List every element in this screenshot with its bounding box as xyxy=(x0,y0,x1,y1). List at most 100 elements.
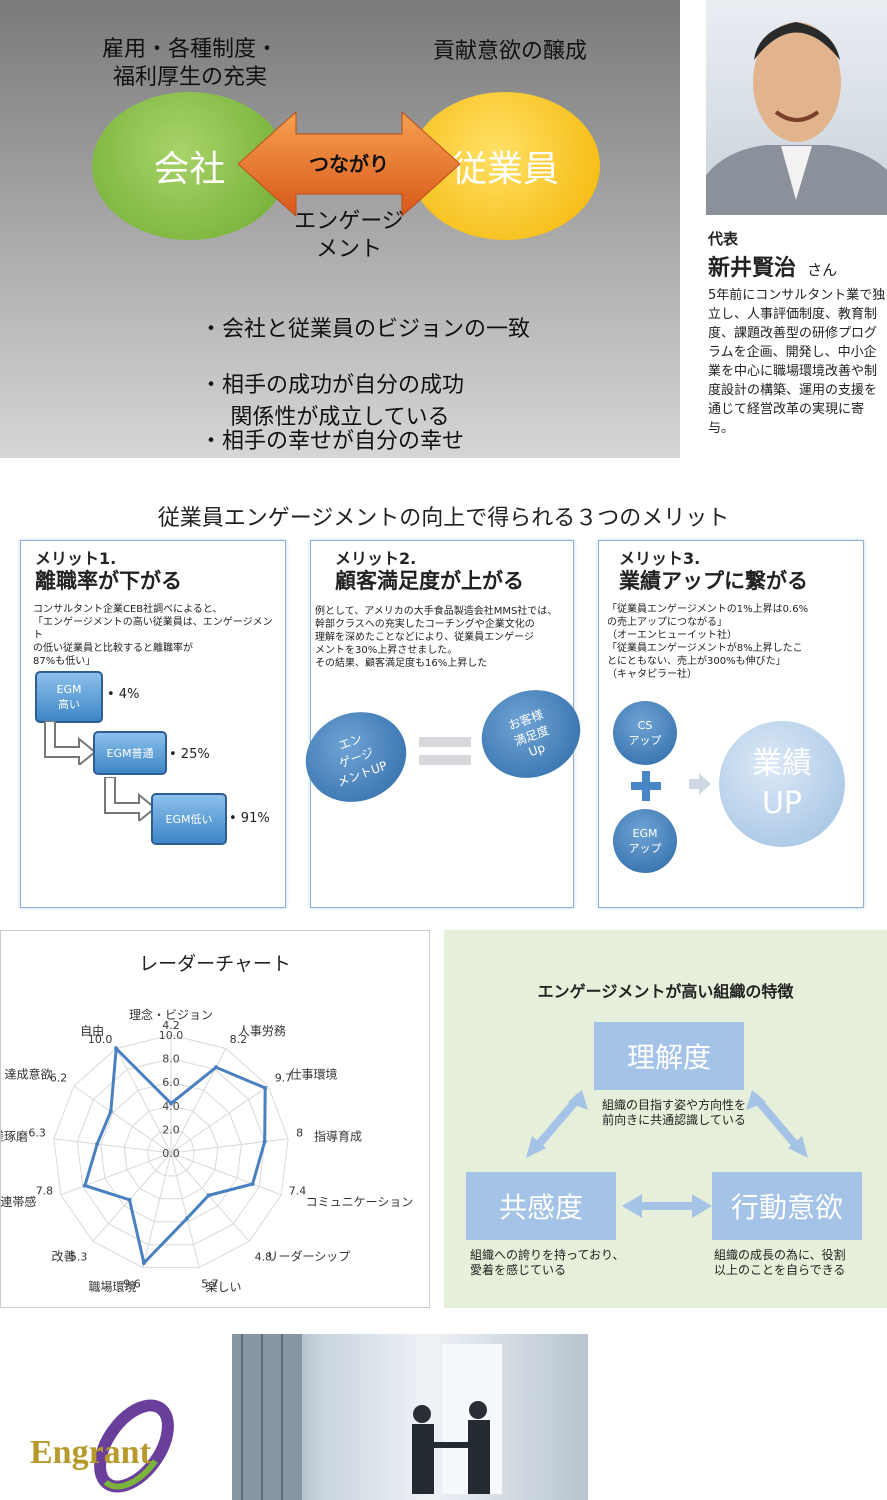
engrant-logo-icon xyxy=(94,1399,174,1493)
radar-category-label: 達成意欲 xyxy=(4,1067,52,1082)
egm-up-label: EGM アップ xyxy=(628,826,662,855)
action-desc: 組織の成長の為に、役割 以上のことを自らできる xyxy=(714,1248,846,1277)
horizontal-arrow-icon xyxy=(622,1194,712,1218)
radar-axis xyxy=(170,1152,282,1196)
radar-series-line xyxy=(83,1045,267,1267)
merit-body: コンサルタント企業CEB社調べによると、 「エンゲージメントの高い従業員は、エン… xyxy=(33,604,273,667)
radar-category-label: 指導育成 xyxy=(314,1128,362,1143)
radar-axis xyxy=(60,1152,172,1196)
performance-up-label: 業績 UP xyxy=(752,746,812,821)
radar-value-label: 4.8 xyxy=(255,1250,273,1263)
radar-scale-tick: 6.0 xyxy=(162,1076,180,1089)
merit-label: メリット1. xyxy=(35,549,117,568)
company-benefit-label: 雇用・各種制度・ 福利厚生の充実 xyxy=(101,37,278,90)
performance-up-disc: 業績 UP xyxy=(719,721,845,847)
company-label: 会社 xyxy=(153,149,226,190)
right-arrow-icon xyxy=(689,773,711,795)
engagement-up-disc: エン ゲージ メントUP xyxy=(293,698,419,816)
cs-up-label: CS アップ xyxy=(628,718,662,747)
merit-label: メリット3. xyxy=(619,549,701,568)
radar-axis xyxy=(53,1138,172,1154)
diagonal-arrow-icon xyxy=(746,1090,808,1158)
double-arrow-icon xyxy=(238,110,460,218)
satisfaction-up-label: お客様 満足度 Up xyxy=(506,707,551,760)
connection-label: つながり xyxy=(309,152,389,176)
radar-category-label: 仕事環境 xyxy=(290,1067,338,1082)
radar-scale-tick: 8.0 xyxy=(162,1053,180,1066)
step-arrow-icon xyxy=(104,777,157,821)
action-box: 行動意欲 xyxy=(712,1172,862,1240)
radar-category-label: コミュニケーション xyxy=(306,1195,414,1209)
radar-axis xyxy=(170,1152,250,1242)
radar-category-label: 改善 xyxy=(51,1248,75,1263)
empathy-desc: 組織への誇りを持っており、 愛着を感じている xyxy=(470,1248,625,1277)
radar-value-label: 9.6 xyxy=(123,1278,141,1291)
portrait-icon xyxy=(706,22,887,215)
bullet-list: ・会社と従業員のビジョンの一致 ・相手の成功が自分の成功 ・相手の幸せが自分の幸… xyxy=(200,288,530,484)
radar-value-label: 9.7 xyxy=(275,1072,293,1085)
radar-point xyxy=(262,1139,267,1144)
radar-category-label: 自由 xyxy=(80,1024,104,1038)
radar-value-label: 8.2 xyxy=(230,1033,248,1046)
engagement-diagram: 雇用・各種制度・ 福利厚生の充実 貢献意欲の醸成 会社 従業員 つながり エンゲ… xyxy=(0,0,680,458)
merit-body: 例として、アメリカの大手食品製造会社MMS社では、 幹部クラスへの充実したコーチ… xyxy=(315,606,558,669)
radar-title: レーダーチャート xyxy=(139,953,291,975)
bullet-item: ・会社と従業員のビジョンの一致 xyxy=(200,317,531,342)
radar-point xyxy=(169,1101,173,1106)
empathy-box: 共感度 xyxy=(466,1172,616,1240)
step-arrow-icon xyxy=(44,721,97,765)
radar-axis xyxy=(142,1152,172,1268)
engrant-logo-text: Engrant xyxy=(30,1434,151,1471)
profile-honorific: さん xyxy=(807,261,838,279)
merit-card-2: メリット2. 顧客満足度が上がる 例として、アメリカの大手食品製造会社MMS社で… xyxy=(293,540,593,908)
plus-icon xyxy=(631,771,661,801)
radar-axis xyxy=(92,1152,172,1242)
egm-normal-value: • 25% xyxy=(169,747,210,762)
empathy-label: 共感度 xyxy=(498,1191,583,1224)
radar-value-label: 8 xyxy=(296,1126,303,1139)
radar-grid-ring xyxy=(53,1034,289,1269)
engagement-label: エンゲージ メント xyxy=(294,209,404,262)
radar-category-label: 理念・ビジョン xyxy=(129,1007,213,1022)
radar-point xyxy=(185,1216,190,1221)
radar-grid-ring xyxy=(123,1105,219,1200)
egm-high-box: EGM 高い xyxy=(35,671,103,723)
radar-value-label: 5.7 xyxy=(201,1278,219,1291)
employee-label: 従業員 xyxy=(450,149,559,190)
radar-scale-tick: 0.0 xyxy=(162,1147,180,1160)
radar-point xyxy=(141,1261,146,1265)
radar-point xyxy=(206,1193,211,1198)
radar-grid-ring xyxy=(76,1058,266,1246)
radar-value-label: 7.4 xyxy=(289,1184,307,1197)
egm-low-label: EGM低い xyxy=(165,813,213,826)
conclusion-text: 関係性が成立している xyxy=(230,405,450,430)
merit-body: 「従業員エンゲージメントの1%上昇は0.6% の売上アップにつながる」 （オーエ… xyxy=(607,604,809,680)
profile-role: 代表 xyxy=(708,230,739,248)
radar-point xyxy=(127,1197,132,1202)
radar-point xyxy=(214,1065,218,1070)
egm-low-value: • 91% xyxy=(229,811,270,826)
profile-name-row: 新井賢治 さん xyxy=(708,250,837,282)
radar-category-label: 職場環境 xyxy=(88,1279,136,1294)
radar-grid-ring xyxy=(147,1128,195,1177)
bullet-item: ・相手の幸せが自分の幸せ xyxy=(200,429,465,454)
understanding-label: 理解度 xyxy=(626,1041,711,1074)
egm-high-label: EGM 高い xyxy=(56,682,82,711)
radar-axis xyxy=(73,1085,172,1154)
diagonal-arrow-icon xyxy=(526,1090,588,1158)
profile-name: 新井賢治 xyxy=(708,256,797,281)
radar-category-label: リーダーシップ xyxy=(267,1248,351,1263)
radar-point xyxy=(114,1046,119,1051)
radar-point xyxy=(263,1086,268,1090)
merit-label: メリット2. xyxy=(335,549,417,568)
profile-bio: 5年前にコンサルタント業で独立し、人事評価制度、教育制度、課題改善型の研修プログ… xyxy=(708,288,886,436)
merit-card-3: メリット3. 業績アップに繋がる 「従業員エンゲージメントの1%上昇は0.6% … xyxy=(598,540,864,908)
radar-value-label: 4.2 xyxy=(162,1019,180,1032)
organization-features: エンゲージメントが高い組織の特徴 理解度 組織の目指す姿や方向性を 前向きに共通… xyxy=(444,930,887,1308)
egm-high-value: • 4% xyxy=(107,687,140,702)
radar-scale-tick: 10.0 xyxy=(159,1029,184,1042)
satisfaction-up-disc: お客様 満足度 Up xyxy=(469,676,593,792)
employee-contribution-label: 貢献意欲の醸成 xyxy=(432,39,587,64)
